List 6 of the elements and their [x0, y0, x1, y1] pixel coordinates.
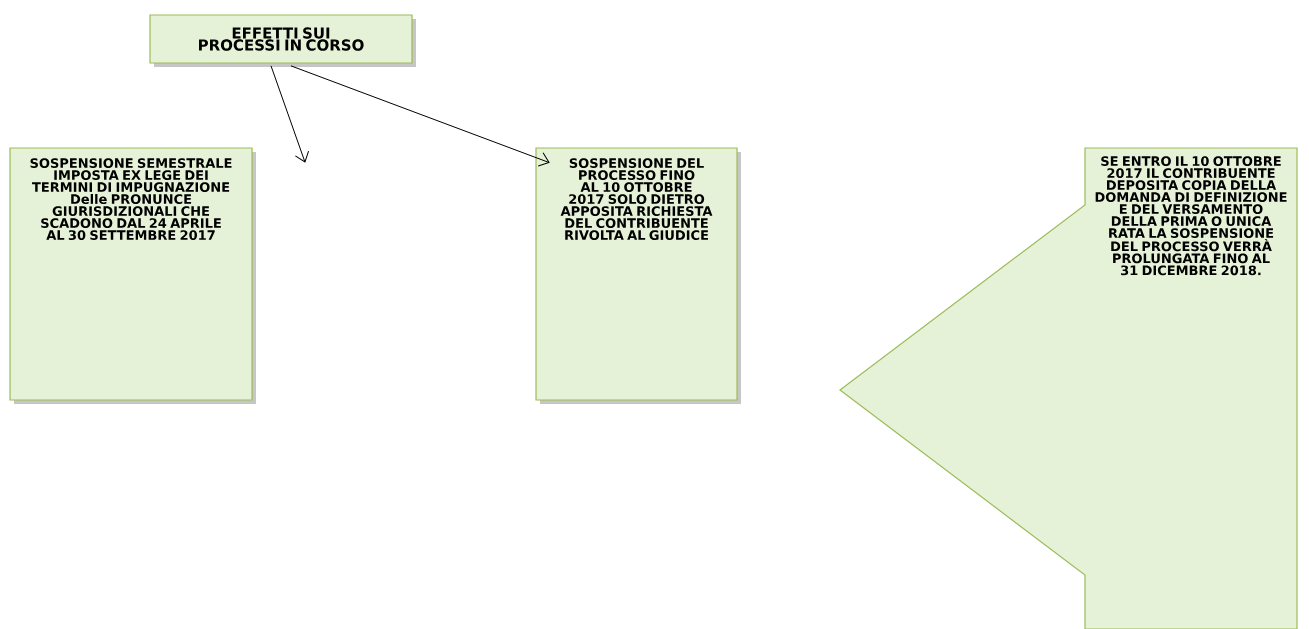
- process-box: SOSPENSIONE SEMESTRALE IMPOSTA EX LEGE DEI TERMINI DI IMPUGNAZIONE Delle PRONUNCE GIURISDIZIONALI CHE SCADONO DAL 24 APRILE AL 30 SETTEMBRE 2017: [9, 147, 256, 404]
- process-box: EFFETTI SUI PROCESSI IN CORSO: [149, 14, 416, 67]
- block-arrow-callout: SE ENTRO IL 10 OTTOBRE 2017 IL CONTRIBUENTE DEPOSITA COPIA DELLA DOMANDA DI DEFINIZIONE E DEL VERSAMENTO DELLA PRIMA O UNICA RATA LA SOSPENSIONE DEL PROCESSO VERRÀ PROLUNGATA FINO AL 31 DICEMBRE 2018.: [839, 147, 1298, 629]
- arrow: [290, 65, 550, 167]
- process-box: SOSPENSIONE DEL PROCESSO FINO AL 10 OTTOBRE 2017 SOLO DIETRO APPOSITA RICHIESTA DEL CONTRIBUENTE RIVOLTA AL GIUDICE: [535, 147, 741, 404]
- arrow: [270, 65, 310, 163]
